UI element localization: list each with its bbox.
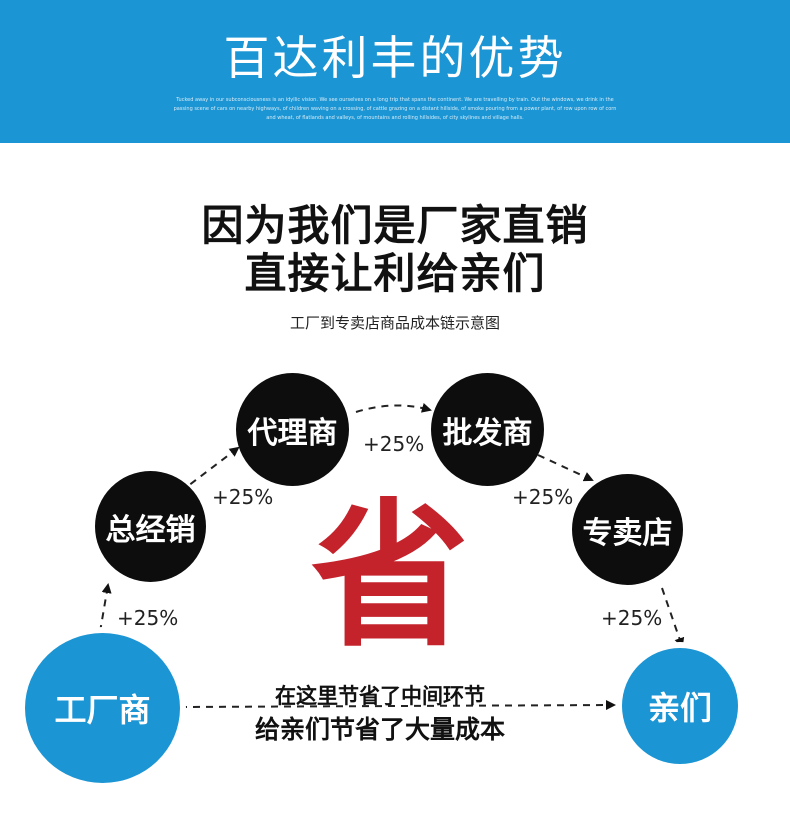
banner-subtitle: Tucked away in our subconsciousness is a…: [173, 97, 617, 121]
node-store: 专卖店: [572, 474, 683, 585]
node-distributor: 总经销: [95, 471, 206, 582]
diagram-title: 工厂到专卖店商品成本链示意图: [289, 314, 500, 332]
caption-line1: 在这里节省了中间环节: [275, 684, 485, 708]
markup-store-customer: +25%: [601, 606, 663, 630]
node-agent: 代理商: [236, 373, 349, 486]
markup-factory-distributor: +25%: [117, 606, 179, 630]
markup-agent-wholesaler: +25%: [363, 432, 425, 456]
caption-line2: 给亲们节省了大量成本: [254, 715, 505, 744]
arrow-agent-wholesaler: [355, 402, 432, 413]
banner-title: 百达利丰的优势: [223, 31, 567, 85]
arrow-wholesaler-store: [537, 454, 594, 482]
saving-character: 省: [311, 485, 469, 669]
arrow-factory-distributor: [99, 583, 112, 633]
markup-wholesaler-store: +25%: [512, 485, 574, 509]
node-wholesaler: 批发商: [431, 373, 544, 486]
markup-distributor-agent: +25%: [212, 485, 274, 509]
header-banner: 百达利丰的优势 Tucked away in our subconsciousn…: [0, 0, 790, 143]
headline-line1: 因为我们是厂家直销: [201, 201, 589, 250]
arrow-store-customer: [661, 587, 685, 648]
node-factory: 工厂商: [25, 633, 180, 783]
headline-line2: 直接让利给亲们: [244, 249, 546, 298]
node-customer: 亲们: [622, 648, 738, 764]
